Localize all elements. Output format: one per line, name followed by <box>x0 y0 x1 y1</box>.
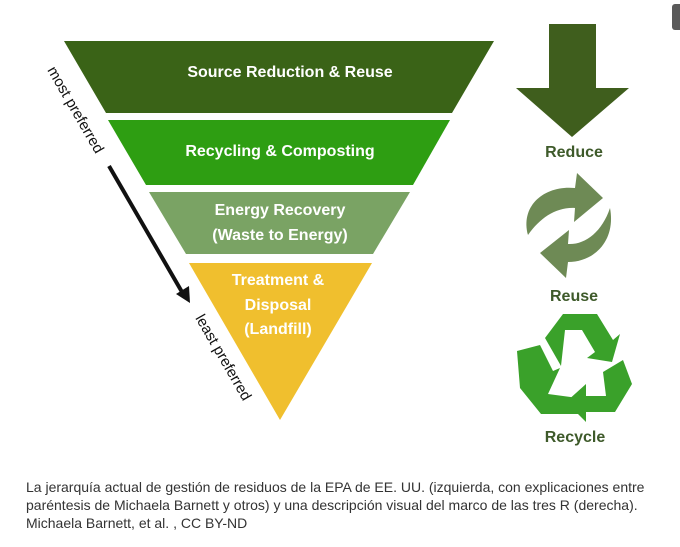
band-label-landfill: (Landfill) <box>244 321 312 338</box>
reuse-group: Reuse <box>526 170 628 305</box>
reduce-group: Reduce <box>516 24 629 161</box>
band-source-reduction <box>64 41 494 113</box>
band-recycling-composting <box>108 120 450 185</box>
hierarchy-funnel: Source Reduction & Reuse Recycling & Com… <box>64 41 494 420</box>
recycle-icon <box>517 314 632 422</box>
recycle-group: Recycle <box>517 314 632 446</box>
caption-line: La jerarquía actual de gestión de residu… <box>26 479 645 495</box>
waste-hierarchy-diagram: Source Reduction & Reuse Recycling & Com… <box>44 24 632 446</box>
reduce-label: Reduce <box>545 144 603 161</box>
caption-line: paréntesis de Michaela Barnett y otros) … <box>26 497 638 513</box>
recycle-label: Recycle <box>545 429 606 446</box>
band-energy-recovery <box>149 192 410 254</box>
band-label-source-reduction: Source Reduction & Reuse <box>187 64 392 81</box>
down-arrow-icon <box>516 24 629 137</box>
green-dot-arrows-icon <box>526 170 628 283</box>
band-treatment-disposal <box>189 263 372 420</box>
band-label-treatment: Treatment & <box>232 272 325 289</box>
band-label-recycling: Recycling & Composting <box>185 143 374 160</box>
preference-arrow-shaft <box>107 164 184 294</box>
corner-control-button[interactable] <box>672 4 680 30</box>
caption-line: Michaela Barnett, et al. , CC BY-ND <box>26 515 248 531</box>
band-label-waste-to-energy: (Waste to Energy) <box>212 227 347 244</box>
figure-caption: La jerarquía actual de gestión de residu… <box>26 478 676 532</box>
reuse-label: Reuse <box>550 288 598 305</box>
preference-arrow-head-icon <box>176 286 190 303</box>
band-label-disposal: Disposal <box>245 297 312 314</box>
band-label-energy-recovery: Energy Recovery <box>215 202 346 219</box>
